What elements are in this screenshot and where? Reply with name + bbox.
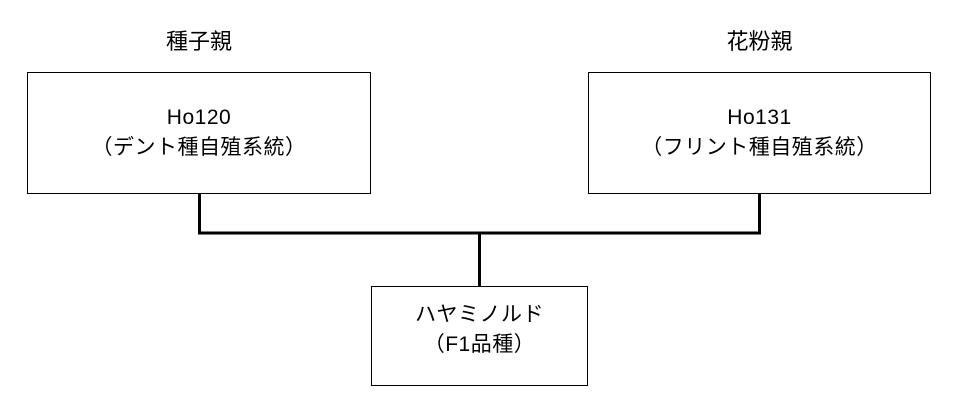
seed-parent-description: （デント種自殖系統）: [91, 136, 307, 159]
seed-parent-name: Ho120: [166, 106, 232, 129]
offspring-box: ハヤミノルド （F1品種）: [371, 286, 588, 386]
pollen-parent-box: Ho131 （フリント種自殖系統）: [588, 72, 931, 194]
pollen-parent-description: （フリント種自殖系統）: [641, 136, 878, 159]
seed-parent-heading: 種子親: [165, 29, 232, 54]
pollen-parent-name: Ho131: [727, 106, 792, 129]
offspring-name: ハヤミノルド: [415, 303, 544, 326]
seed-parent-box: Ho120 （デント種自殖系統）: [27, 72, 371, 194]
offspring-description: （F1品種）: [423, 333, 536, 356]
pollen-parent-heading: 花粉親: [726, 29, 793, 54]
